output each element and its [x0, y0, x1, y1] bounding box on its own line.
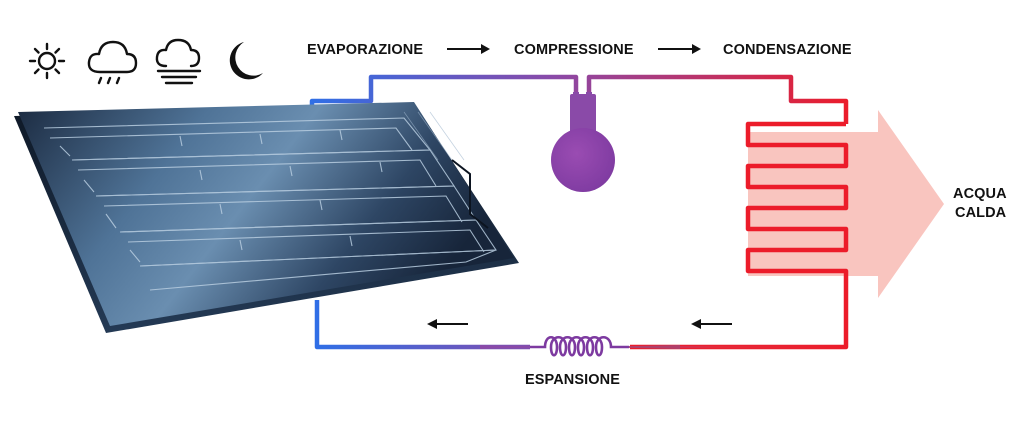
label-hot-water-line1: ACQUA [953, 186, 1007, 202]
label-evaporation: EVAPORAZIONE [307, 42, 423, 58]
condenser-coil [630, 121, 849, 350]
pipe-taper-right [629, 345, 680, 349]
sun-icon [28, 42, 66, 80]
return-arrow-icon [427, 319, 468, 329]
return-arrow-icon [691, 319, 732, 329]
pipe-bottom-cold [314, 300, 530, 350]
moon-icon [229, 42, 263, 80]
expansion-coil-icon [530, 335, 629, 357]
compressor-icon [551, 92, 615, 192]
pipe-top-hot [586, 74, 849, 124]
rain-cloud-icon [87, 40, 138, 85]
fog-cloud-icon [155, 38, 202, 85]
flow-arrow-icon [658, 44, 701, 54]
pipe-taper-left [480, 345, 530, 349]
pipe-top [309, 74, 579, 108]
label-compression: COMPRESSIONE [514, 42, 634, 58]
pipe-bottom-hot [629, 345, 846, 349]
solar-panel [14, 102, 519, 333]
label-hot-water-line2: CALDA [955, 205, 1007, 221]
flow-arrow-icon [447, 44, 490, 54]
panel-channels [43, 117, 497, 291]
label-condensation: CONDENSAZIONE [723, 42, 852, 58]
label-expansion: ESPANSIONE [525, 372, 620, 388]
